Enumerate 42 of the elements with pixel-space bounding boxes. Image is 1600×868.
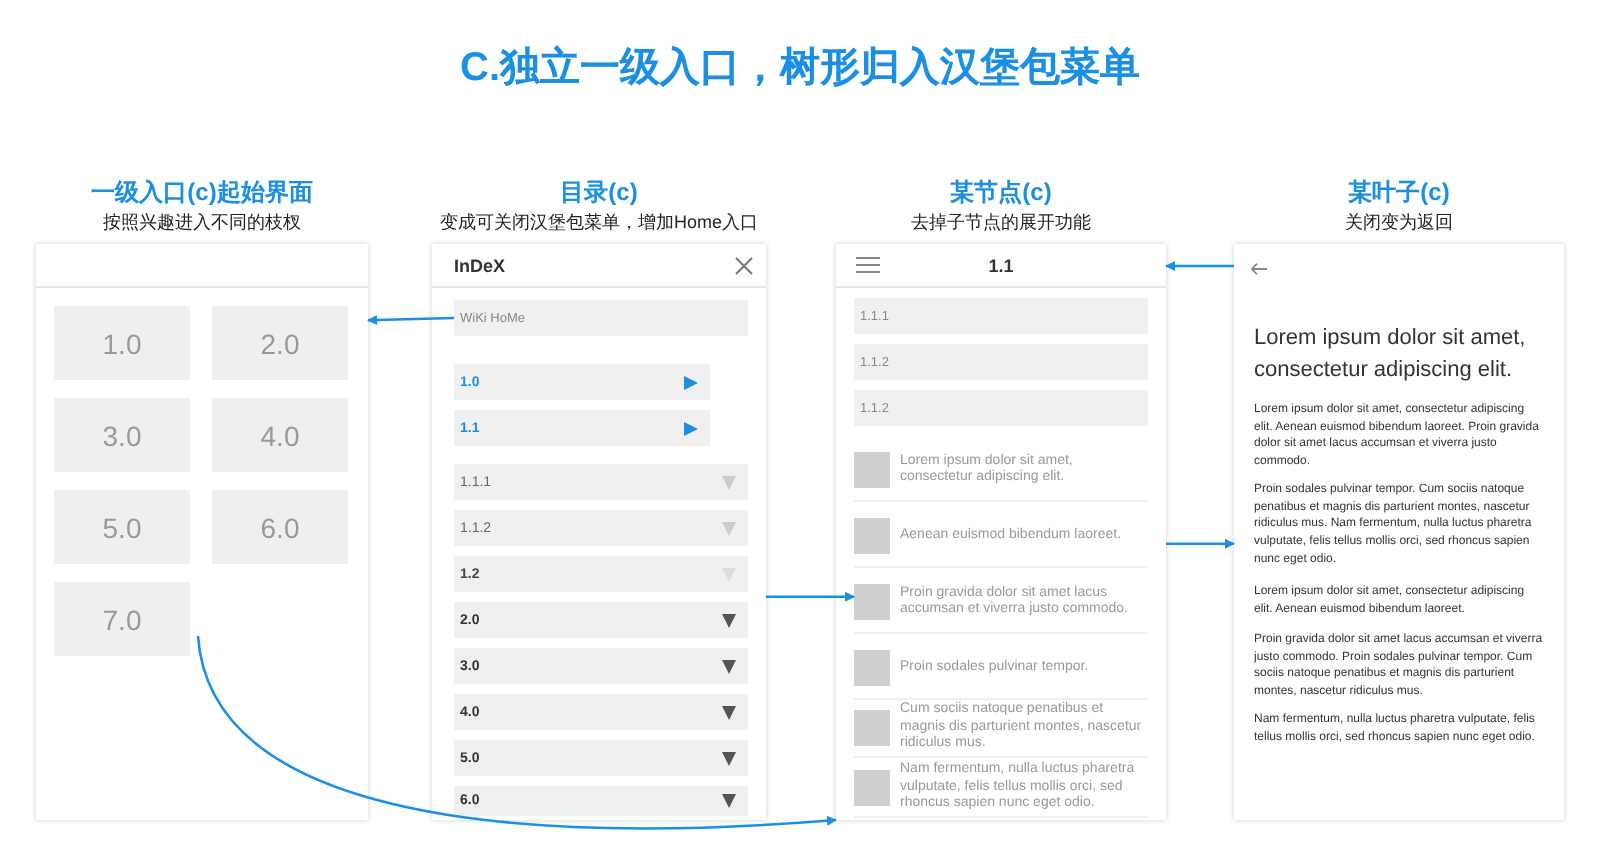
menu-item bbox=[454, 786, 748, 816]
screen-subtitle: 关闭变为返回 bbox=[1343, 210, 1455, 236]
menu-tile: 7.0 bbox=[54, 582, 190, 656]
arrow bbox=[367, 315, 455, 325]
menu-item bbox=[454, 556, 748, 592]
menu-item bbox=[454, 602, 748, 638]
app-screen bbox=[36, 176, 368, 820]
menu-title: InDeX bbox=[454, 255, 506, 275]
page-heading: Lorem ipsum dolor sit amet, consectetur adipiscing elit. bbox=[1254, 324, 1528, 386]
arrow bbox=[1165, 261, 1234, 271]
menu-item bbox=[836, 244, 1166, 288]
menu-tile: 3.0 bbox=[54, 398, 190, 472]
menu-tile: 6.0 bbox=[212, 490, 348, 564]
app-screen bbox=[432, 176, 766, 820]
app-screen bbox=[836, 176, 1166, 820]
arrow bbox=[196, 635, 837, 830]
screen-subtitle: 去掉子节点的展开功能 bbox=[909, 210, 1093, 236]
menu-tile: 1.0 bbox=[54, 306, 190, 380]
menu-item bbox=[854, 760, 1148, 818]
screen-heading: 某叶子(c) bbox=[1346, 176, 1452, 210]
header-bar bbox=[36, 244, 368, 288]
menu-item bbox=[454, 464, 748, 500]
screen-heading: 某节点(c) bbox=[948, 176, 1054, 210]
arrow bbox=[1166, 538, 1235, 549]
screen-heading: 一级入口(c)起始界面 bbox=[89, 176, 315, 210]
menu-item bbox=[454, 740, 748, 776]
screen-subtitle: 按照兴趣进入不同的枝杈 bbox=[101, 210, 303, 236]
menu-tile: 4.0 bbox=[212, 398, 348, 472]
menu-item bbox=[454, 648, 748, 684]
screen-heading: 目录(c) bbox=[558, 176, 640, 210]
menu-item bbox=[454, 694, 748, 730]
screen-subtitle: 变成可关闭汉堡包菜单，增加Home入口 bbox=[437, 210, 760, 236]
menu-item bbox=[454, 510, 748, 546]
menu-item bbox=[854, 700, 1148, 758]
menu-tile: 5.0 bbox=[54, 490, 190, 564]
page-title-text: 1.1 bbox=[986, 255, 1016, 275]
menu-item bbox=[454, 364, 710, 400]
menu-item bbox=[454, 410, 710, 446]
menu-item bbox=[432, 244, 766, 288]
arrow bbox=[766, 591, 855, 602]
menu-tile: 2.0 bbox=[212, 306, 348, 380]
page-title: C.独立一级入口，树形归入汉堡包菜单 bbox=[458, 43, 1142, 94]
